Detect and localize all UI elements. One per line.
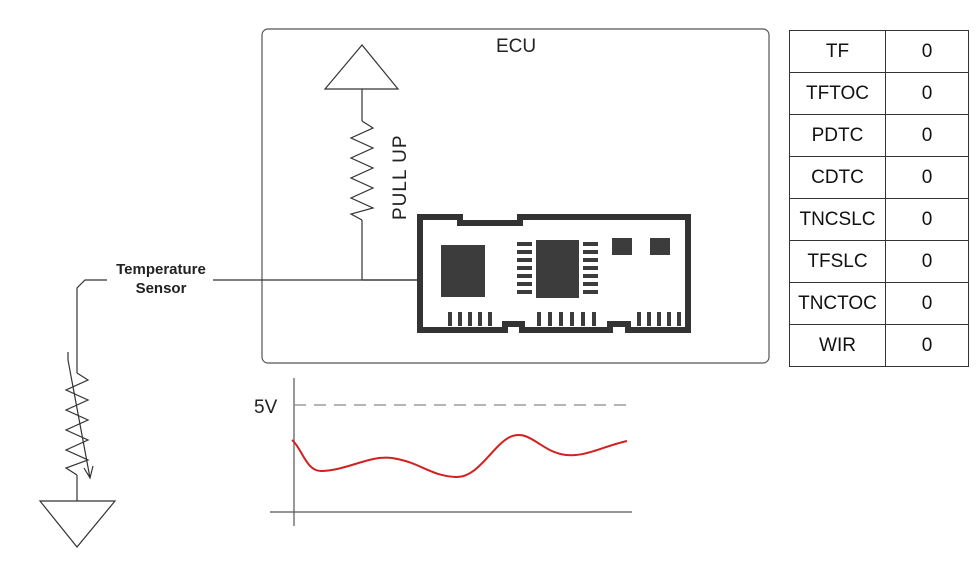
ecu-label: ECU bbox=[496, 36, 536, 57]
sensor-label-line1: Temperature bbox=[116, 261, 206, 278]
dtc-value-cell: 0 bbox=[885, 114, 969, 157]
thermistor-arrow-icon bbox=[67, 352, 91, 479]
dtc-code-cell: TFTOC bbox=[789, 72, 886, 115]
dtc-value-cell: 0 bbox=[885, 198, 969, 241]
dtc-value-cell: 0 bbox=[885, 156, 969, 199]
sensor-label-line2: Sensor bbox=[136, 280, 187, 297]
dtc-code-cell: TNCTOC bbox=[789, 282, 886, 325]
thermistor-arrowhead bbox=[83, 465, 94, 480]
dtc-value-cell: 0 bbox=[885, 30, 969, 73]
dtc-code-cell: TNCSLC bbox=[789, 198, 886, 241]
power-supply-icon bbox=[323, 44, 400, 90]
dtc-code-cell: PDTC bbox=[789, 114, 886, 157]
dtc-code-cell: TF bbox=[789, 30, 886, 73]
ground-icon bbox=[38, 500, 117, 548]
dtc-value-cell: 0 bbox=[885, 72, 969, 115]
pullup-resistor-icon bbox=[349, 120, 375, 221]
dtc-code-cell: TFSLC bbox=[789, 240, 886, 283]
dtc-value-cell: 0 bbox=[885, 324, 969, 367]
ecu-box bbox=[261, 28, 770, 364]
dtc-code-cell: CDTC bbox=[789, 156, 886, 199]
sensor-wire-left bbox=[76, 279, 107, 373]
graph-signal-curve bbox=[291, 434, 628, 479]
graph-5v-label: 5V bbox=[254, 397, 278, 418]
pullup-label: PULL UP bbox=[390, 135, 411, 221]
circuit-board-icon bbox=[417, 214, 691, 333]
dtc-code-cell: WIR bbox=[789, 324, 886, 367]
dtc-value-cell: 0 bbox=[885, 282, 969, 325]
thermistor-icon bbox=[64, 372, 90, 476]
dtc-value-cell: 0 bbox=[885, 240, 969, 283]
